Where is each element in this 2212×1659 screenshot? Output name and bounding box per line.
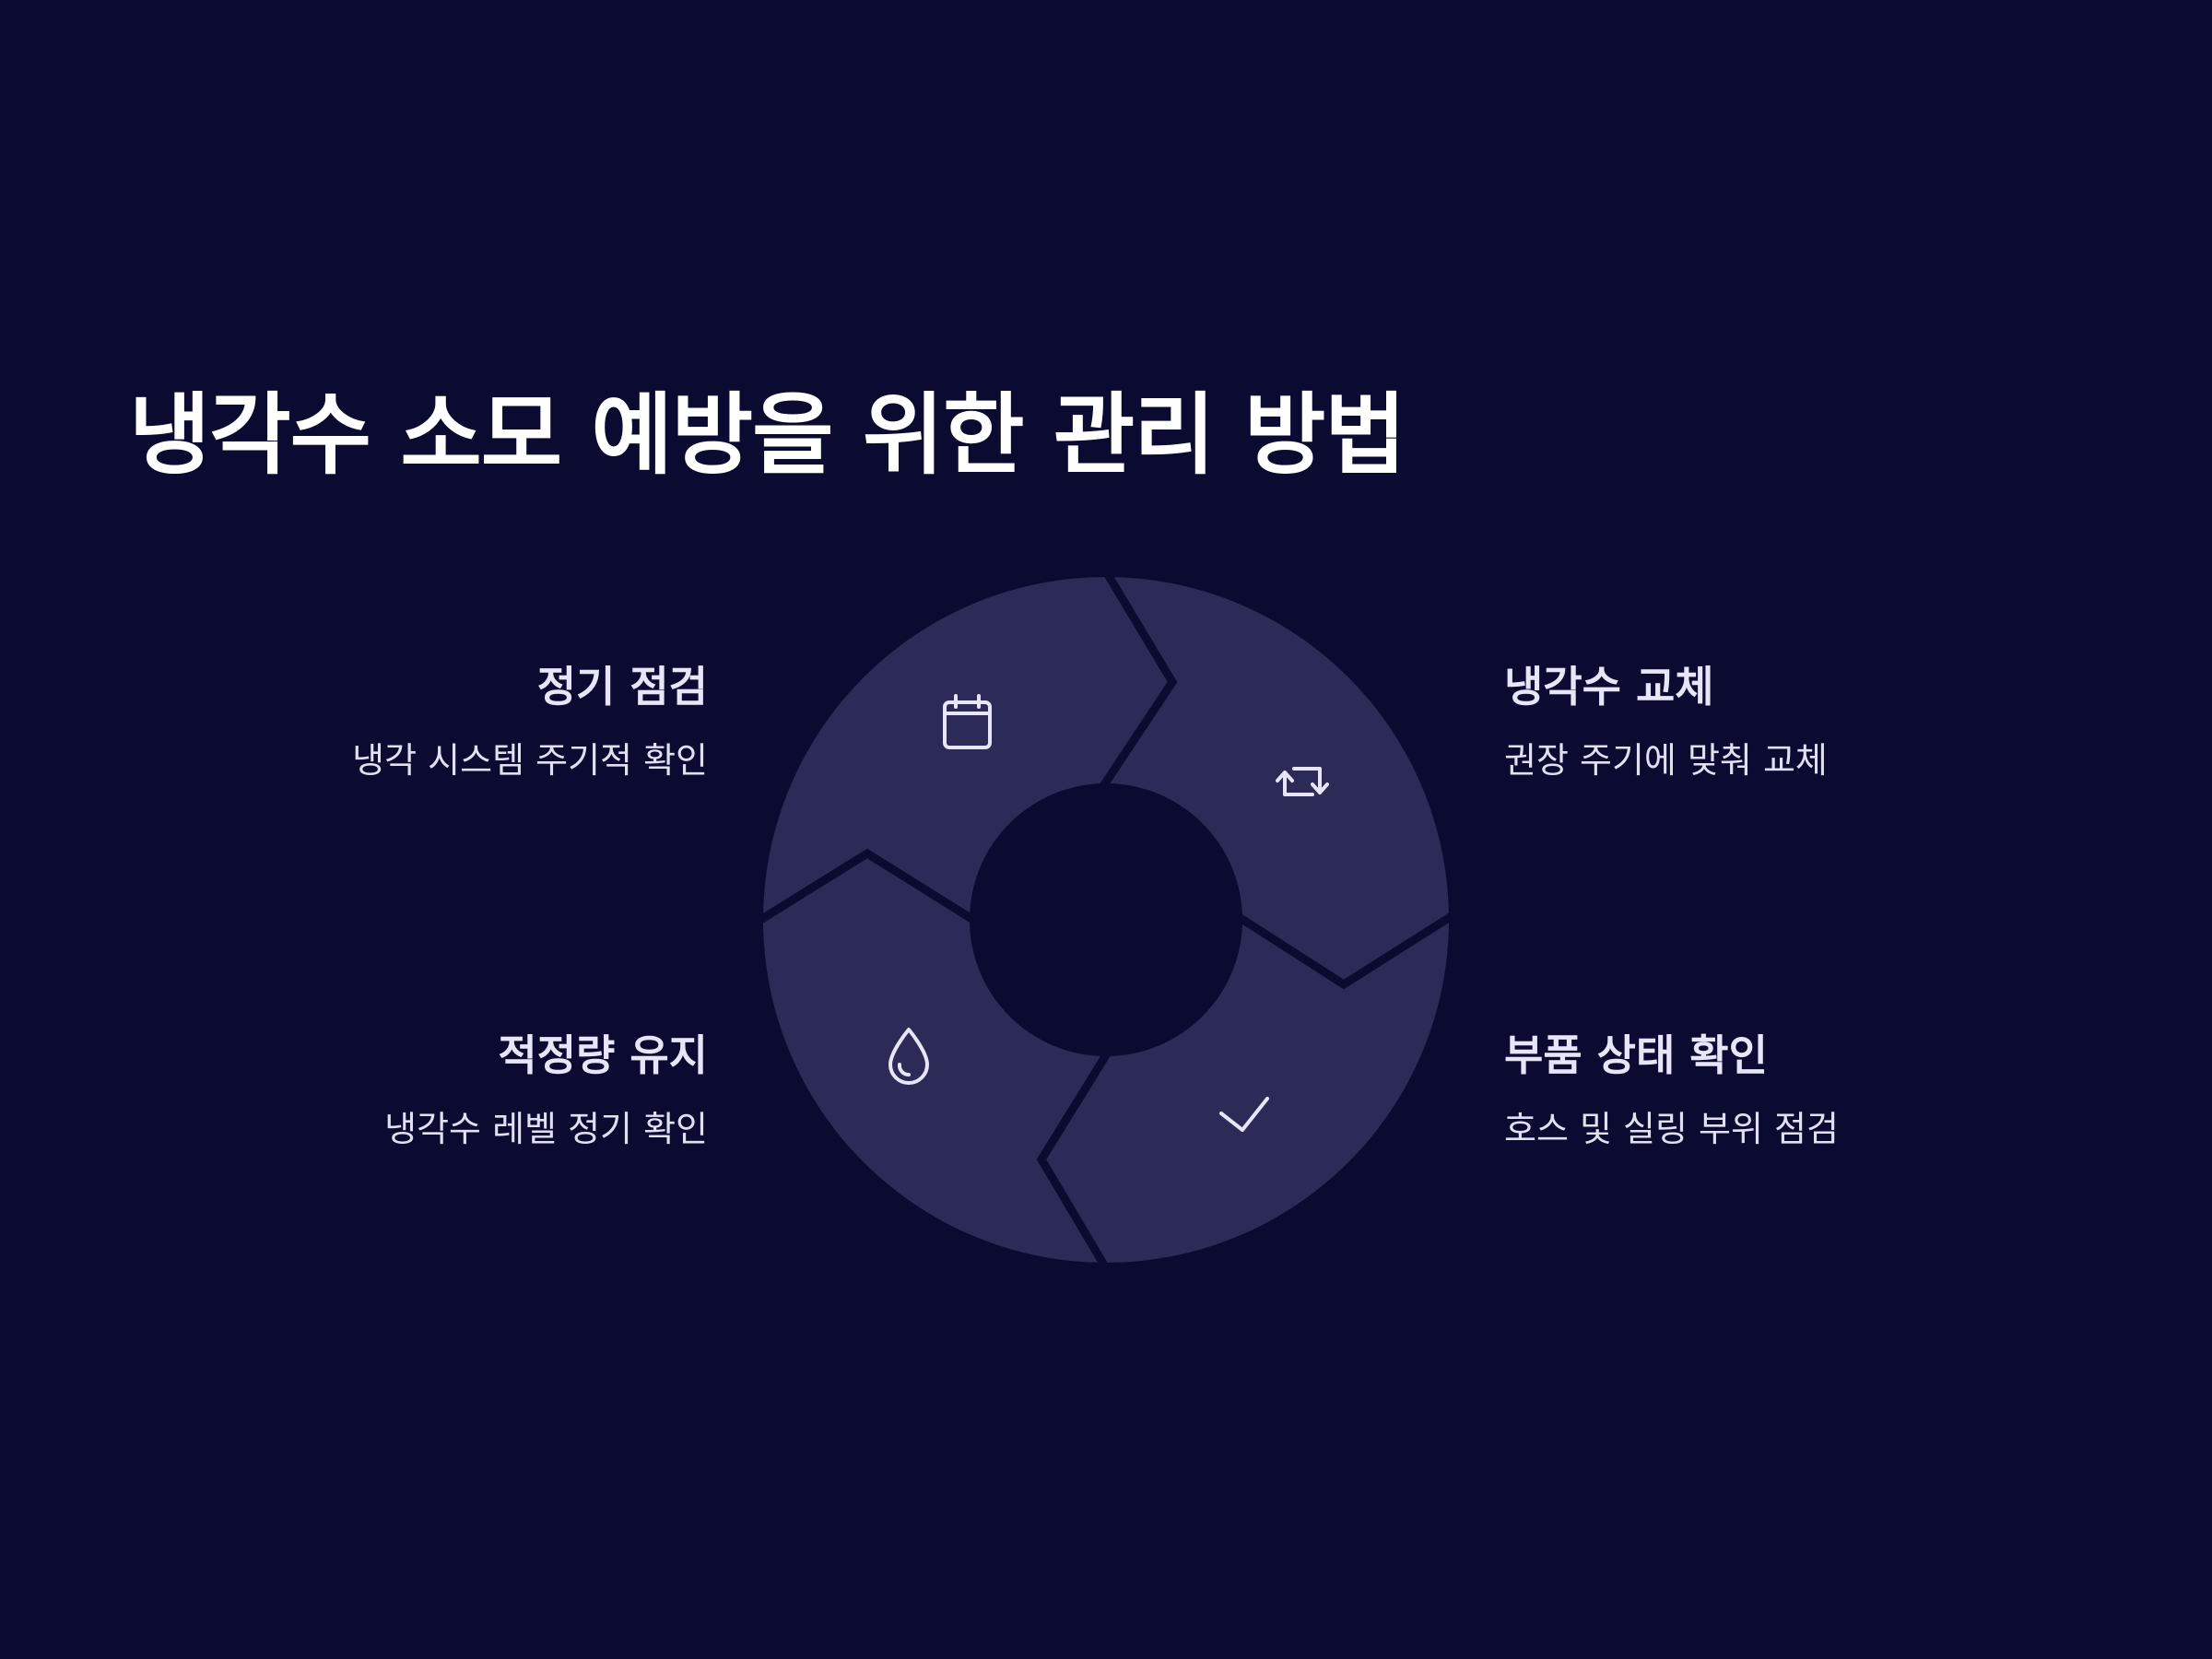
- water-drop-icon: [888, 1028, 929, 1085]
- step-label-regular-inspection: 정기 점검 냉각 시스템 주기적 확인: [192, 662, 708, 782]
- step-label-coolant-replacement: 냉각수 교체 권장 주기에 맞춰 교체: [1504, 662, 2020, 782]
- segment-dividers: [755, 569, 1457, 1271]
- step-title: 냉각수 교체: [1504, 662, 1714, 712]
- checkmark-icon: [1219, 1097, 1269, 1132]
- calendar-icon: [943, 694, 992, 749]
- step-description: 냉각수 레벨 정기 확인: [384, 1109, 708, 1150]
- ring-center-hole: [970, 783, 1242, 1056]
- divider-bottom: [1036, 1048, 1112, 1271]
- divider-left: [755, 848, 976, 925]
- step-label-maintain-level: 적정량 유지 냉각수 레벨 정기 확인: [192, 1030, 708, 1151]
- cycle-ring: [755, 569, 1457, 1271]
- step-description: 호스 및 실링 부위 점검: [1504, 1109, 1839, 1150]
- refresh-arrows-icon: [1276, 767, 1329, 796]
- page-title: 냉각수 소모 예방을 위한 관리 방법: [129, 383, 1406, 487]
- step-description: 권장 주기에 맞춰 교체: [1504, 740, 1828, 782]
- divider-top: [1098, 569, 1178, 792]
- step-title: 정기 점검: [536, 662, 708, 712]
- step-description: 냉각 시스템 주기적 확인: [352, 740, 708, 782]
- step-title: 적정량 유지: [498, 1030, 708, 1080]
- step-label-parts-check: 부품 상태 확인 호스 및 실링 부위 점검: [1504, 1030, 2020, 1151]
- step-title: 부품 상태 확인: [1504, 1030, 1768, 1080]
- divider-right: [1236, 911, 1457, 990]
